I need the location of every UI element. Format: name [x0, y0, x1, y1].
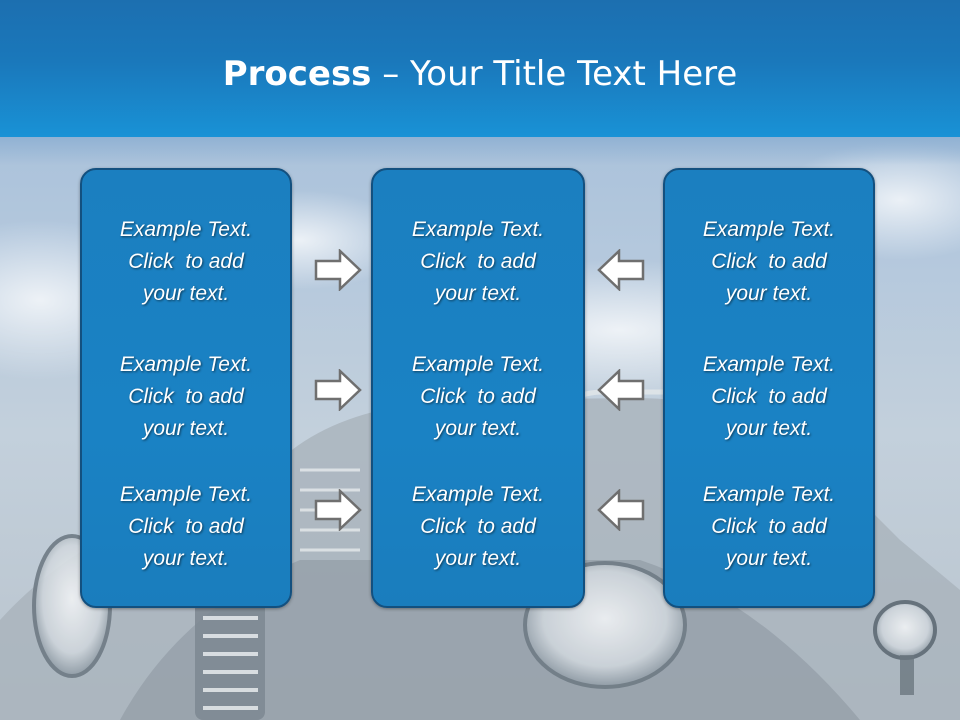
text-block[interactable]: Example Text. Click to add your text.: [373, 349, 583, 445]
right-arrow-icon[interactable]: [314, 249, 362, 291]
title-bold: Process: [222, 54, 372, 94]
text-block[interactable]: Example Text. Click to add your text.: [82, 479, 290, 575]
right-arrow-icon[interactable]: [314, 369, 362, 411]
text-line: Example Text.: [119, 218, 253, 241]
text-line: Click to add: [128, 515, 244, 538]
left-arrow-icon[interactable]: [597, 489, 645, 531]
title-band-stripe: [0, 137, 960, 165]
text-line: Click to add: [711, 250, 827, 273]
text-line: Example Text.: [702, 353, 836, 376]
text-line: Example Text.: [119, 353, 253, 376]
text-line: your text.: [434, 547, 522, 570]
text-block[interactable]: Example Text. Click to add your text.: [373, 479, 583, 575]
text-block[interactable]: Example Text. Click to add your text.: [665, 349, 873, 445]
text-line: your text.: [434, 417, 522, 440]
text-line: Example Text.: [411, 483, 545, 506]
process-column-2[interactable]: Example Text. Click to add your text. Ex…: [371, 168, 585, 608]
text-line: your text.: [142, 547, 230, 570]
text-block[interactable]: Example Text. Click to add your text.: [82, 214, 290, 310]
text-line: Example Text.: [702, 218, 836, 241]
text-line: Click to add: [128, 385, 244, 408]
text-line: Click to add: [420, 515, 536, 538]
text-line: Click to add: [128, 250, 244, 273]
text-block[interactable]: Example Text. Click to add your text.: [665, 214, 873, 310]
right-arrow-icon[interactable]: [314, 489, 362, 531]
text-line: your text.: [725, 547, 813, 570]
text-line: Click to add: [420, 385, 536, 408]
text-block[interactable]: Example Text. Click to add your text.: [373, 214, 583, 310]
text-line: Example Text.: [411, 353, 545, 376]
text-line: your text.: [434, 282, 522, 305]
text-line: Click to add: [711, 515, 827, 538]
text-block[interactable]: Example Text. Click to add your text.: [82, 349, 290, 445]
text-line: your text.: [142, 282, 230, 305]
process-column-1[interactable]: Example Text. Click to add your text. Ex…: [80, 168, 292, 608]
slide-title[interactable]: Process – Your Title Text Here: [0, 52, 960, 96]
text-line: Click to add: [420, 250, 536, 273]
text-line: your text.: [142, 417, 230, 440]
left-arrow-icon[interactable]: [597, 249, 645, 291]
text-line: your text.: [725, 417, 813, 440]
text-line: your text.: [725, 282, 813, 305]
title-rest: – Your Title Text Here: [371, 54, 738, 94]
text-block[interactable]: Example Text. Click to add your text.: [665, 479, 873, 575]
text-line: Click to add: [711, 385, 827, 408]
title-band: [0, 0, 960, 137]
text-line: Example Text.: [411, 218, 545, 241]
process-column-3[interactable]: Example Text. Click to add your text. Ex…: [663, 168, 875, 608]
text-line: Example Text.: [119, 483, 253, 506]
text-line: Example Text.: [702, 483, 836, 506]
left-arrow-icon[interactable]: [597, 369, 645, 411]
